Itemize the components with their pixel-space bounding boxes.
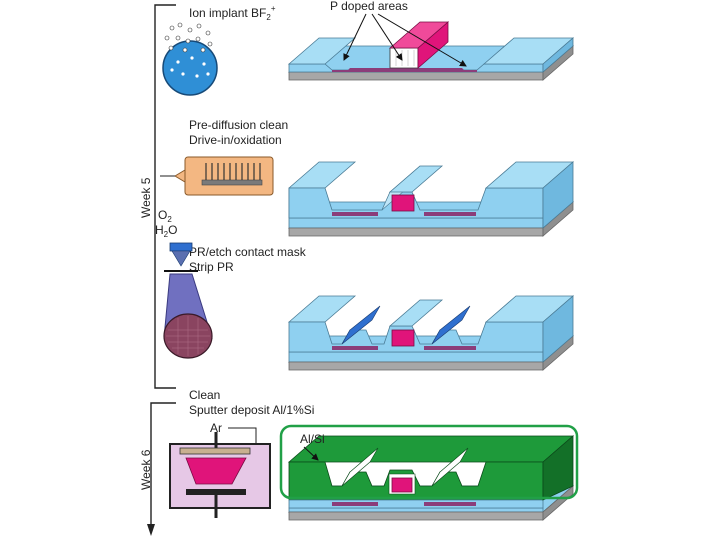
sputter-chamber-icon: Ar [169, 421, 271, 518]
al-si-callout: Al/Si [300, 432, 325, 446]
week5-label: Week 5 [139, 177, 153, 218]
oxidation-cross-section [287, 161, 575, 237]
wafer-ion-implant-icon [162, 22, 218, 96]
week6-label: Week 6 [139, 449, 153, 490]
implant-cross-section [287, 21, 575, 81]
p-doped-callout: P doped areas [330, 0, 408, 13]
lithography-exposure-icon [163, 242, 213, 359]
step-metal: Clean Sputter deposit Al/1%Si Ar [169, 388, 579, 521]
step-contact: PR/etch contact mask Strip PR [163, 242, 575, 371]
gas-h2o-label: H2O [155, 223, 177, 239]
step-contact-line1: PR/etch contact mask [189, 245, 307, 259]
metal-highlight-box [279, 424, 579, 500]
step-oxidation: Pre-diffusion clean Drive-in/oxidation O… [155, 118, 575, 239]
timeline-arrow-icon [147, 524, 155, 536]
step-implant-label: Ion implant BF2+ [189, 4, 276, 22]
metal-cross-section [287, 435, 575, 521]
p-doped-arrow-left [343, 13, 367, 61]
step-oxidation-line2: Drive-in/oxidation [189, 133, 282, 147]
week6-bracket [150, 402, 176, 530]
step-metal-line2: Sputter deposit Al/1%Si [189, 403, 314, 417]
step-metal-line1: Clean [189, 388, 220, 402]
oxidation-furnace-icon [160, 156, 274, 196]
contact-cross-section [287, 295, 575, 371]
gas-ar-label: Ar [210, 421, 222, 435]
p-doped-arrow-right [377, 13, 467, 67]
p-doped-arrow-mid [371, 13, 403, 61]
timeline: Week 5 Week 6 [139, 4, 176, 536]
gas-o2-label: O2 [158, 208, 172, 224]
step-oxidation-line1: Pre-diffusion clean [189, 118, 288, 132]
step-contact-line2: Strip PR [189, 260, 234, 274]
al-si-arrow [303, 446, 319, 461]
step-implant: Ion implant BF2+ [162, 0, 575, 96]
week5-bracket [154, 4, 176, 389]
